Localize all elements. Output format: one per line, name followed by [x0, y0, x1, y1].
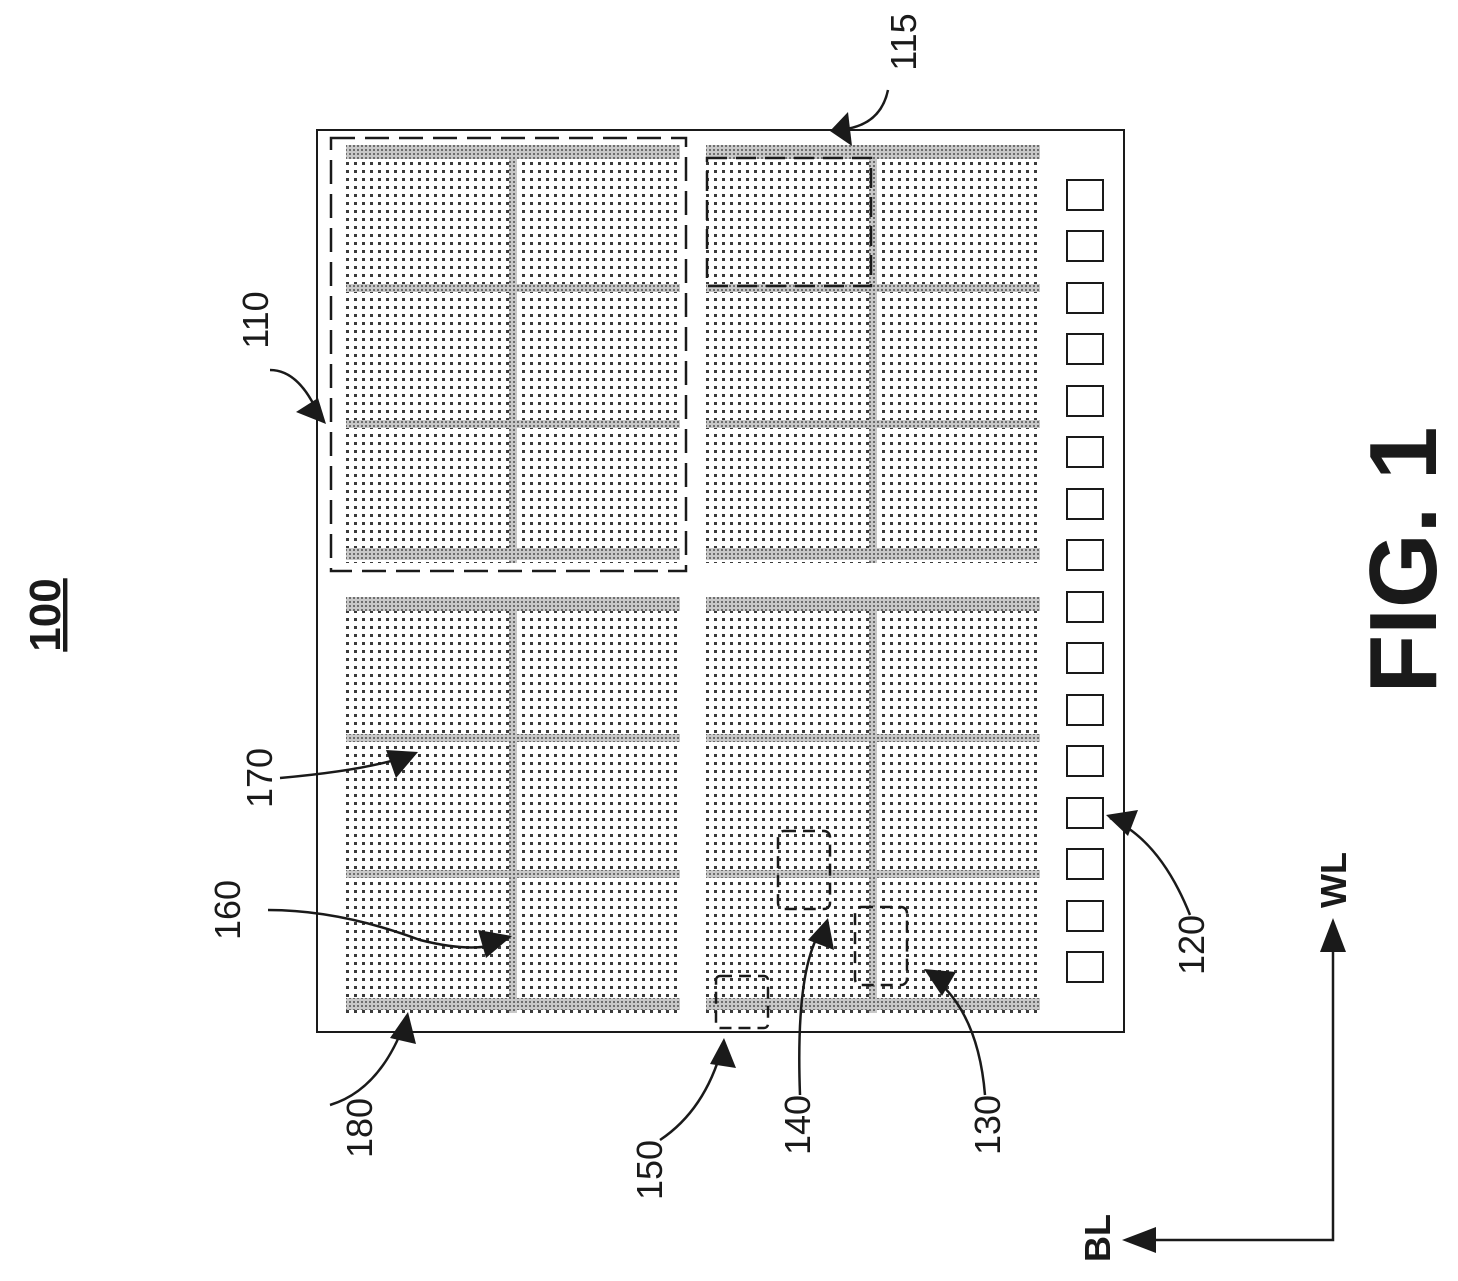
label-120: 120: [1171, 915, 1212, 975]
pad: [1067, 180, 1103, 210]
figure-caption: FIG. 1: [1350, 427, 1457, 694]
pad: [1067, 746, 1103, 776]
pad: [1067, 901, 1103, 931]
bl-arrowhead: [1122, 1227, 1156, 1253]
label-150: 150: [629, 1140, 670, 1200]
bl-axis-label: BL: [1077, 1214, 1118, 1262]
wl-arrowhead: [1320, 918, 1346, 952]
label-180: 180: [339, 1098, 380, 1158]
memory-bank-top-left: [346, 145, 680, 563]
pad: [1067, 592, 1103, 622]
pad: [1067, 798, 1103, 828]
label-110: 110: [235, 291, 276, 348]
memory-bank-top-right: [706, 145, 1040, 563]
wl-axis-label: WL: [1313, 852, 1354, 908]
memory-bank-bottom-left: [346, 597, 680, 1013]
pad: [1067, 283, 1103, 313]
label-130: 130: [967, 1095, 1008, 1155]
pad: [1067, 437, 1103, 467]
pad: [1067, 952, 1103, 982]
label-140: 140: [777, 1095, 818, 1155]
pad: [1067, 643, 1103, 673]
pad: [1067, 540, 1103, 570]
label-160: 160: [207, 880, 248, 940]
label-170: 170: [239, 748, 280, 808]
pad: [1067, 386, 1103, 416]
direction-axes: [1140, 930, 1333, 1240]
arrowhead-150: [710, 1038, 736, 1068]
pad: [1067, 334, 1103, 364]
device-label-100: 100: [21, 578, 70, 651]
pad: [1067, 849, 1103, 879]
label-115: 115: [883, 13, 924, 70]
memory-bank-bottom-right: [706, 597, 1040, 1013]
pad: [1067, 695, 1103, 725]
pad: [1067, 489, 1103, 519]
pad: [1067, 231, 1103, 261]
